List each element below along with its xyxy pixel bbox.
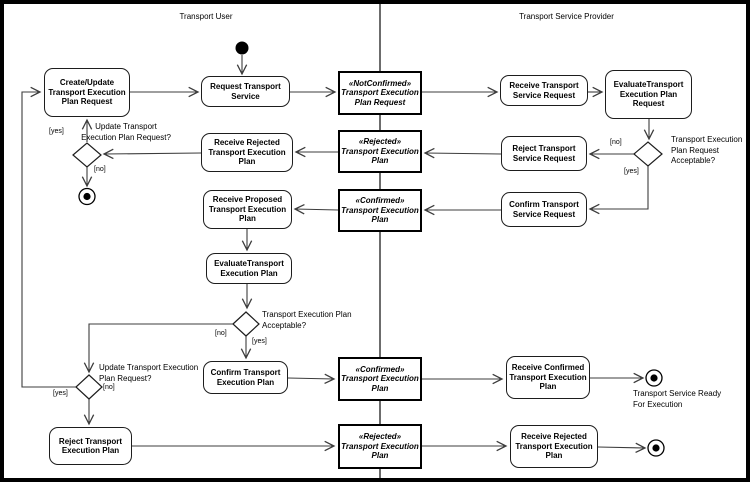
- edge-reject-tsr-to-rejected: [423, 147, 502, 159]
- edge-receive-rejected-to-decision1: [102, 148, 202, 160]
- guard-d3-yes: [yes]: [252, 338, 267, 345]
- guard-d4-no: [no]: [103, 384, 115, 391]
- final-node-caption: Transport Service Ready For Execution: [633, 389, 722, 409]
- decision2-request-acceptable-diamond: [633, 141, 663, 167]
- question-tep-acceptable: Transport Execution Plan Acceptable?: [262, 310, 352, 330]
- activity-create-update-tep-request: Create/Update Transport Execution Plan R…: [44, 68, 130, 117]
- activity-receive-proposed-tep: Receive Proposed Transport Execution Pla…: [203, 190, 292, 229]
- object-confirmed-tep-final: «Confirmed» Transport Execution Plan: [338, 357, 422, 401]
- activity-receive-confirmed-tep: Receive Confirmed Transport Execution Pl…: [506, 356, 590, 399]
- object-confirmed-tep: «Confirmed» Transport Execution Plan: [338, 189, 422, 232]
- question-update-tep-request-bottom: Update Transport Execution Plan Request?: [99, 363, 199, 383]
- activity-confirm-transport-service-request: Confirm Transport Service Request: [501, 192, 587, 227]
- activity-reject-tep: Reject Transport Execution Plan: [49, 427, 132, 465]
- edge-confirm-tep-to-confirmed2: [287, 373, 336, 385]
- activity-evaluate-tep-request: EvaluateTransport Execution Plan Request: [605, 70, 692, 119]
- question-update-tep-request-top: Update Transport Execution Plan Request?: [81, 122, 171, 142]
- edge-receive-rejected2-to-final: [597, 442, 647, 454]
- guard-d3-no: [no]: [215, 330, 227, 337]
- activity-receive-transport-service-request: Receive Transport Service Request: [500, 75, 588, 106]
- diagram-edge-layer: [21, 4, 665, 478]
- activity-confirm-tep: Confirm Transport Execution Plan: [203, 361, 288, 394]
- edge-decision2-yes-to-confirm-tsr: [588, 166, 649, 215]
- guard-d2-no: [no]: [610, 139, 622, 146]
- lane-label-transport-user: Transport User: [179, 12, 233, 21]
- guard-d1-yes: [yes]: [49, 128, 64, 135]
- object-rejected-tep: «Rejected» Transport Execution Plan: [338, 130, 422, 173]
- final-node-user: [78, 187, 96, 206]
- initial-node: [235, 41, 249, 55]
- object-notconfirmed-tep-request: «NotConfirmed» Transport Execution Plan …: [338, 71, 422, 115]
- decision3-plan-acceptable-diamond: [232, 311, 260, 337]
- lane-label-transport-service-provider: Transport Service Provider: [519, 12, 614, 21]
- edge-decision4-yes-to-create-loop: [21, 86, 76, 388]
- activity-reject-transport-service-request: Reject Transport Service Request: [501, 136, 587, 171]
- final-node-rejected: [647, 439, 665, 457]
- final-node-service-ready: [645, 369, 663, 387]
- question-tep-request-acceptable: Transport Execution Plan Request Accepta…: [671, 135, 743, 165]
- decision4-update-request-diamond: [75, 374, 103, 400]
- activity-receive-rejected-tep-provider: Receive Rejected Transport Execution Pla…: [510, 425, 598, 468]
- edge-confirmed-to-receive-proposed: [293, 203, 339, 215]
- guard-d2-yes: [yes]: [624, 168, 639, 175]
- activity-request-transport-service: Request Transport Service: [201, 76, 290, 107]
- object-rejected-tep-final: «Rejected» Transport Execution Plan: [338, 424, 422, 469]
- activity-evaluate-tep: EvaluateTransport Execution Plan: [206, 253, 292, 284]
- decision1-update-request-diamond: [72, 142, 102, 168]
- activity-receive-rejected-tep: Receive Rejected Transport Execution Pla…: [201, 133, 293, 172]
- guard-d4-yes: [yes]: [53, 390, 68, 397]
- edge-decision3-no-to-decision4: [83, 323, 233, 374]
- guard-d1-no: [no]: [94, 166, 106, 173]
